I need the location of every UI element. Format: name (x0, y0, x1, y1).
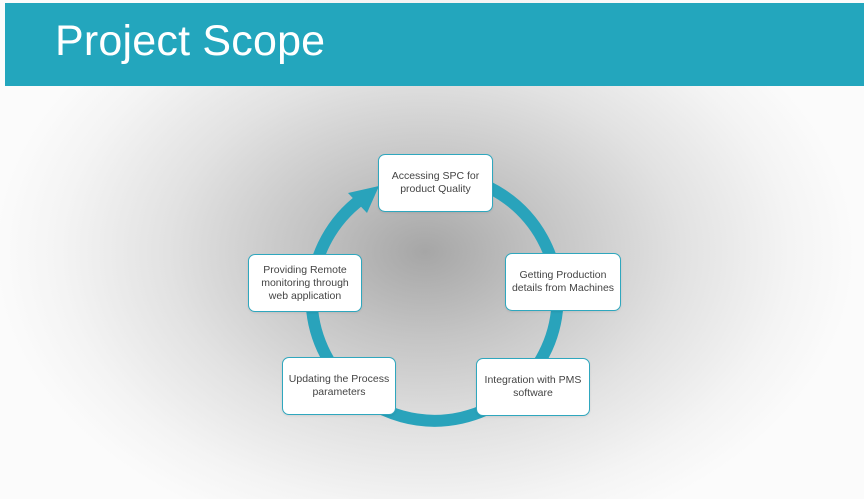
cycle-step-label: Integration with PMS software (484, 374, 582, 399)
cycle-step-label: Getting Production details from Machines (511, 269, 615, 294)
cycle-step-remote-monitoring: Providing Remote monitoring through web … (248, 254, 362, 312)
slide-title: Project Scope (55, 17, 326, 65)
cycle-step-process-parameters: Updating the Process parameters (282, 357, 396, 415)
cycle-step-label: Providing Remote monitoring through web … (261, 263, 349, 302)
cycle-arrowhead-icon (348, 186, 379, 213)
title-bar: Project Scope (5, 3, 864, 86)
cycle-step-pms-integration: Integration with PMS software (476, 358, 590, 416)
cycle-step-spc-quality: Accessing SPC for product Quality (378, 154, 493, 212)
cycle-step-production-details: Getting Production details from Machines (505, 253, 621, 311)
cycle-step-label: Accessing SPC for product Quality (391, 170, 480, 195)
cycle-step-label: Updating the Process parameters (288, 373, 390, 398)
